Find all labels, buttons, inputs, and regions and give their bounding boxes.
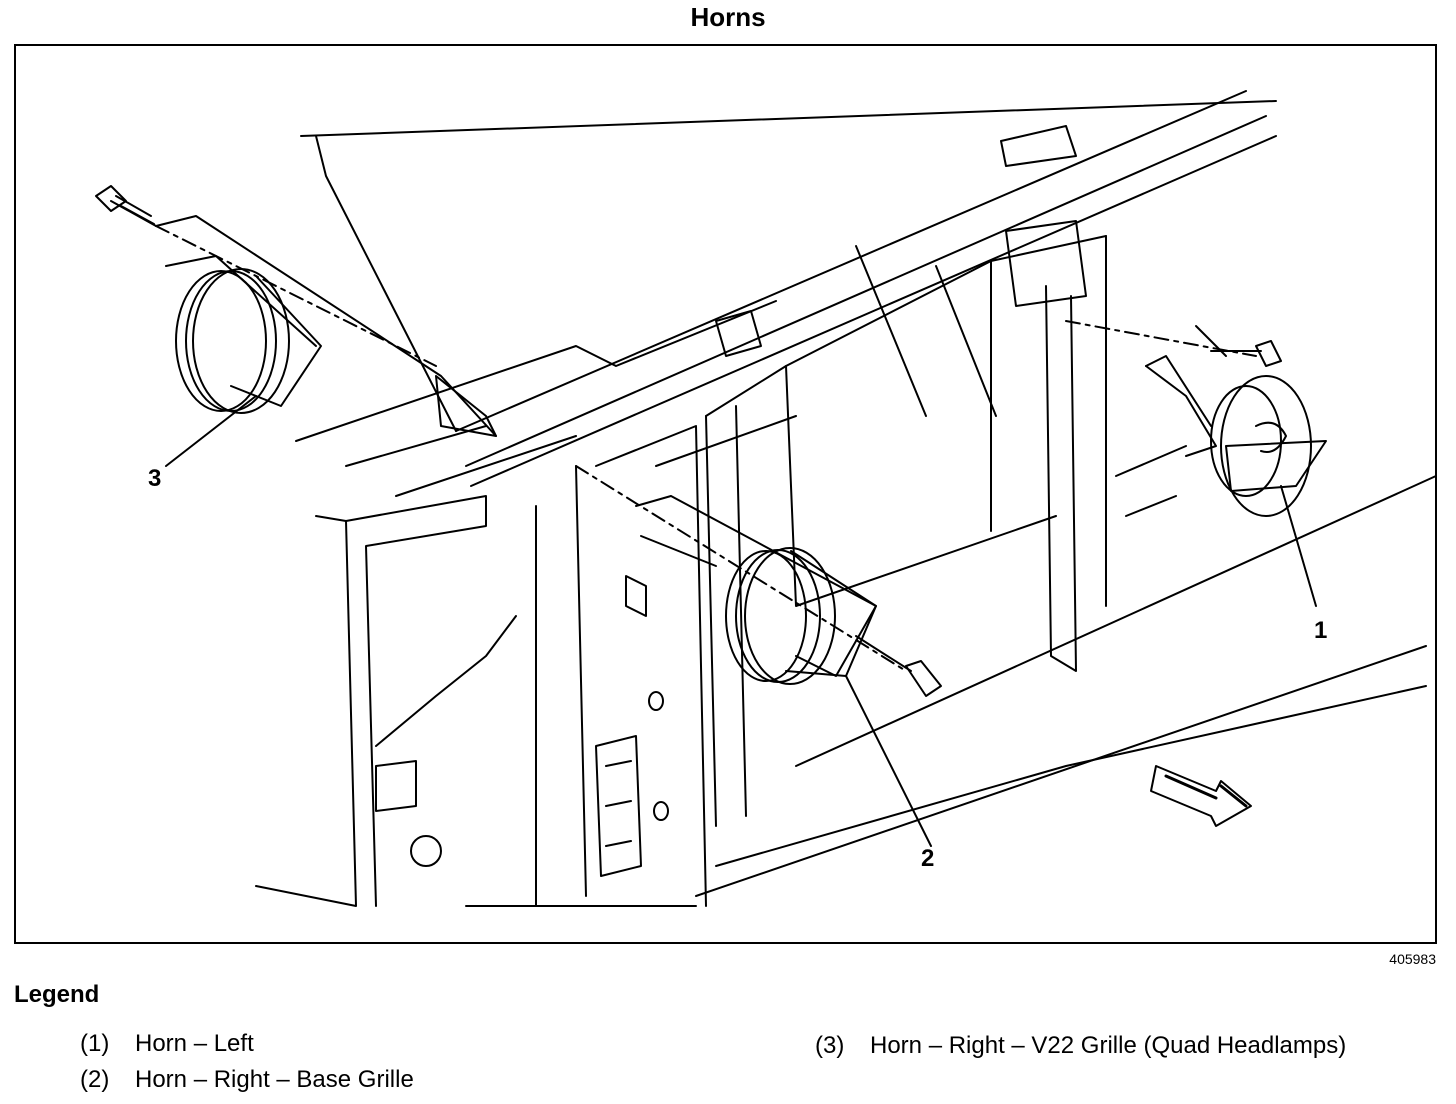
horn-icon [1145, 355, 1327, 517]
legend-item-2: (2) Horn – Right – Base Grille [80, 1066, 414, 1094]
diagram-title: Horns [690, 2, 766, 32]
bolt-icon [855, 635, 942, 697]
legend-item-3: (3) Horn – Right – V22 Grille (Quad Headl… [815, 1032, 1346, 1060]
leader-line-3 [165, 395, 257, 467]
leader-line-1 [1280, 485, 1317, 607]
leader-line-1-axis [1065, 320, 1257, 357]
legend-item-text: Horn – Left [135, 1030, 254, 1057]
legend-item-number: (1) [80, 1030, 110, 1057]
radiator-frame [655, 220, 1107, 827]
bolt-icon [95, 185, 157, 227]
radiator-support-upper [295, 90, 1277, 497]
horn-illustration: 1 2 3 [95, 90, 1435, 907]
leader-line-2 [845, 675, 932, 847]
callout-1: 1 [1314, 617, 1327, 644]
leader-line-2-axis [575, 465, 907, 672]
bolt-icon [1195, 325, 1282, 367]
legend-heading: Legend [14, 981, 100, 1008]
horn-icon [635, 495, 877, 685]
legend-item-number: (2) [80, 1066, 110, 1093]
figure-id: 405983 [1389, 951, 1436, 967]
legend-item-1: (1) Horn – Left [80, 1030, 254, 1058]
legend-item-number: (3) [815, 1032, 845, 1059]
legend-item-text: Horn – Right – V22 Grille (Quad Headlamp… [870, 1032, 1347, 1059]
diagram-frame: 1 2 3 [14, 44, 1437, 944]
lower-support [255, 425, 1435, 907]
direction-arrow-icon [1150, 765, 1252, 827]
callout-3: 3 [148, 465, 161, 492]
leader-line-3-axis [155, 225, 437, 367]
legend-item-text: Horn – Right – Base Grille [135, 1066, 414, 1093]
horn-icon [155, 215, 497, 437]
callout-2: 2 [921, 845, 934, 872]
